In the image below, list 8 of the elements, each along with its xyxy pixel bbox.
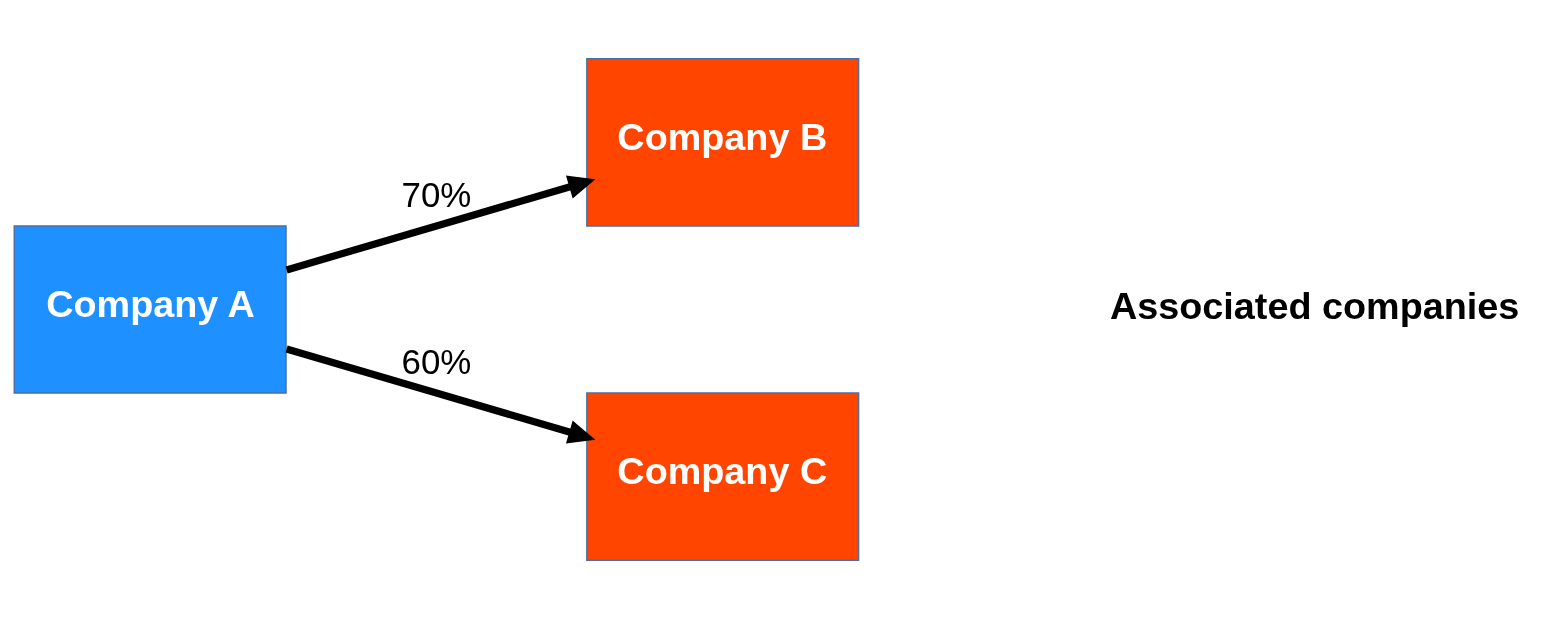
node-box: Company C xyxy=(586,391,860,561)
arrow xyxy=(285,175,596,273)
label: Associated companies xyxy=(1110,284,1520,327)
node-box: Company B xyxy=(586,57,860,227)
arrow xyxy=(285,345,596,443)
edge-label: 70% xyxy=(401,174,472,214)
node-box: Company A xyxy=(13,224,287,394)
edge-label: 60% xyxy=(401,341,472,381)
